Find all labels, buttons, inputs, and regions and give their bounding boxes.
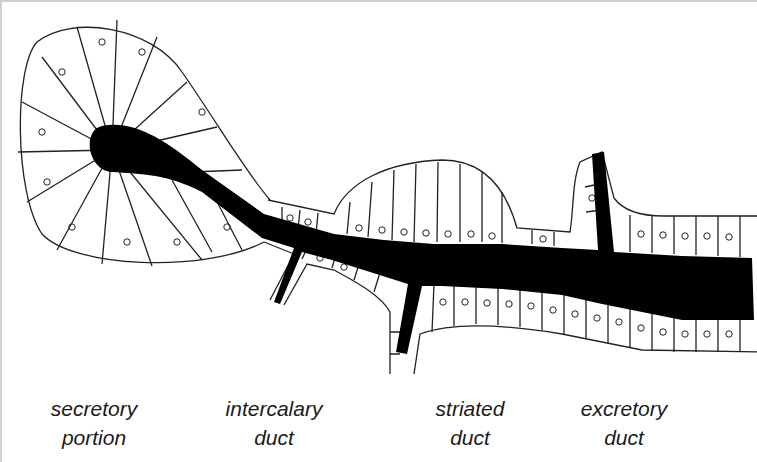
part-label: excretory duct bbox=[572, 394, 677, 453]
part-label: intercalary duct bbox=[212, 394, 337, 453]
part-label: striated duct bbox=[423, 394, 518, 453]
part-label: secretory portion bbox=[38, 394, 150, 453]
